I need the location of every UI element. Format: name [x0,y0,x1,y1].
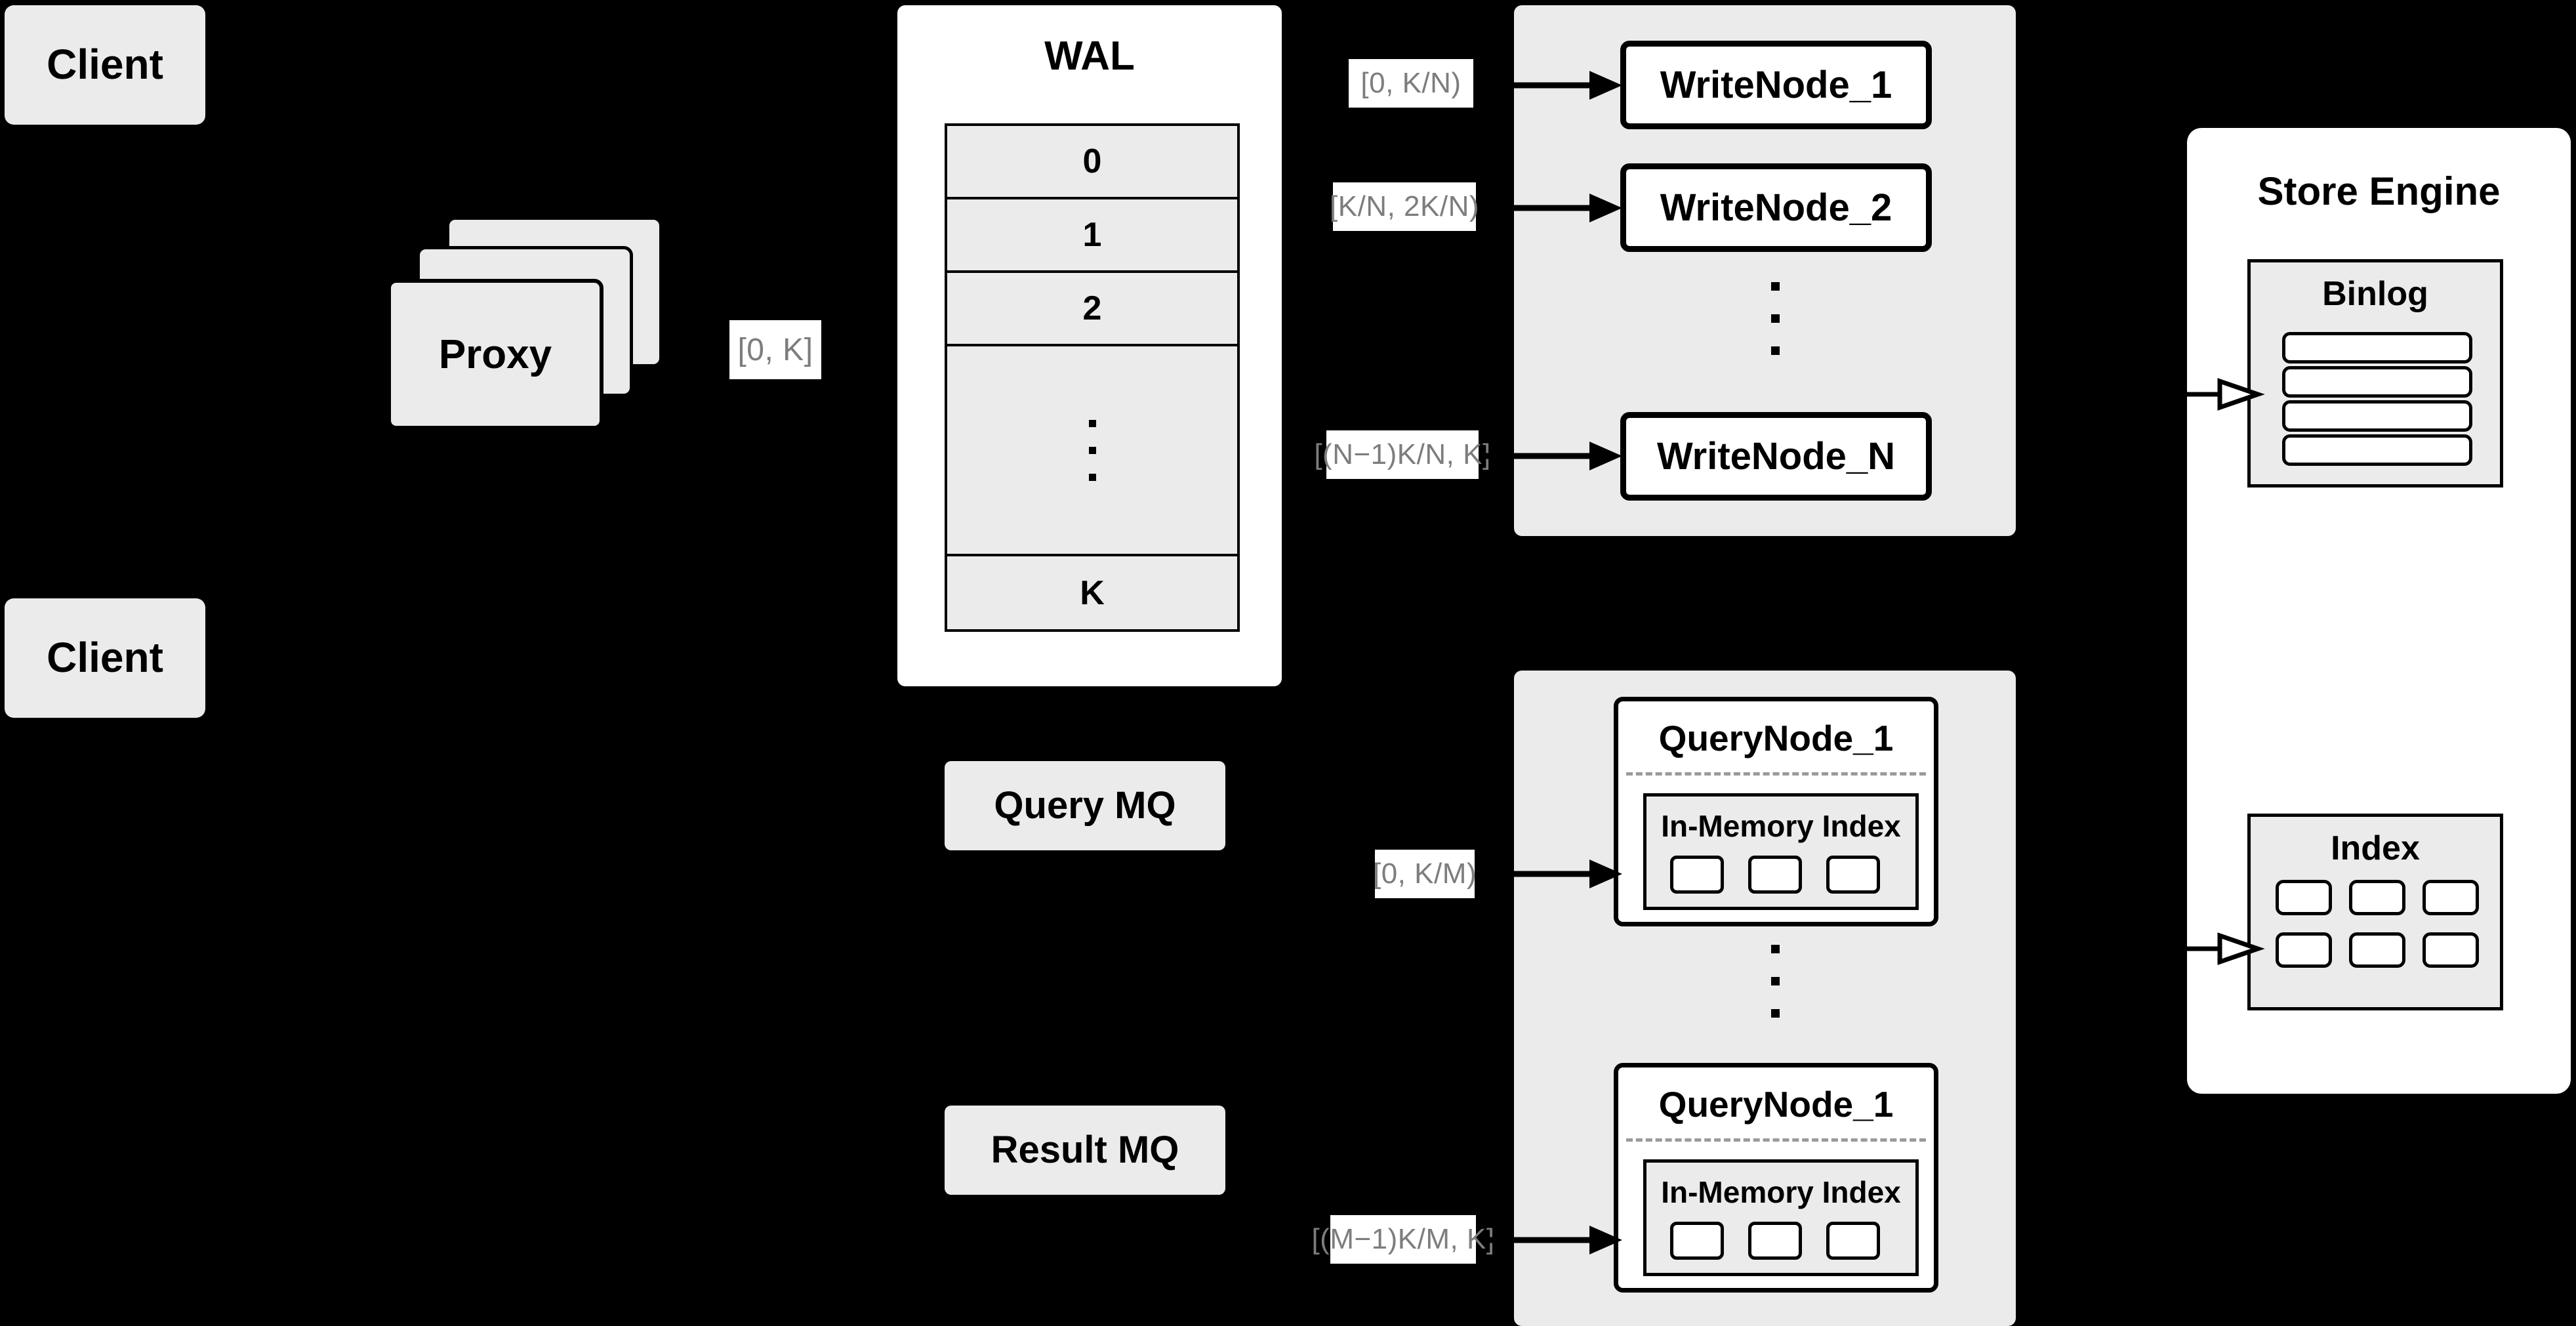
index-cell [2423,880,2479,915]
range-chip-query-m: [(M−1)K/M, K] [1311,1215,1494,1264]
arrow-to-index [2187,932,2265,965]
write-node-label: WriteNode_2 [1660,186,1892,229]
ellipsis-dot [1771,945,1780,953]
wal-row: 0 [947,126,1237,199]
write-node-1[interactable]: WriteNode_1 [1620,41,1932,129]
query-node-divider [1626,772,1926,776]
arrow-to-write-node-n [1481,442,1622,470]
range-chip-label: [K/N, 2K/N) [1330,190,1479,222]
binlog-bar [2282,400,2472,432]
wal-row-label: 2 [1082,289,1102,327]
binlog-title: Binlog [2322,275,2428,313]
arrow-to-query-node-m [1481,1226,1622,1254]
query-mq-box[interactable]: Query MQ [945,761,1225,850]
wal-title: WAL [1044,33,1135,79]
ellipsis-dot [1088,419,1096,427]
wal-row-ellipsis [947,346,1237,556]
proxy-label: Proxy [438,331,552,377]
query-node-1[interactable]: QueryNode_1 In-Memory Index [1614,697,1938,926]
in-memory-index-title: In-Memory Index [1661,809,1901,843]
binlog-bar [2282,434,2472,466]
arrow-to-query-node-1 [1481,860,1622,888]
range-chip-write-1: [0, K/N) [1349,59,1473,108]
index-cell [1748,1222,1802,1260]
ellipsis-dot [1088,446,1096,454]
wal-row: K [947,556,1237,629]
in-memory-index-panel: In-Memory Index [1643,793,1919,910]
wal-row-label: 0 [1082,142,1102,180]
index-cell [1748,856,1802,894]
binlog-bar [2282,366,2472,398]
ellipsis-dot [1771,977,1780,985]
wal-row: 2 [947,273,1237,346]
client-box-top[interactable]: Client [5,5,205,125]
proxy-stack[interactable]: Proxy [380,217,682,433]
proxy-card-front[interactable]: Proxy [387,279,603,430]
client-label: Client [47,41,163,89]
ellipsis-dot [1771,1009,1780,1018]
write-node-label: WriteNode_N [1656,435,1896,478]
range-chip-write-2: [K/N, 2K/N) [1330,182,1479,231]
arrow-to-binlog [2187,378,2265,411]
index-cell [2349,880,2405,915]
ellipsis-dot [1088,473,1096,481]
write-node-label: WriteNode_1 [1660,64,1892,106]
ellipsis-dot [1771,314,1780,323]
binlog-bar [2282,332,2472,363]
index-title: Index [2331,829,2420,867]
wal-row-label: K [1080,573,1105,612]
range-chip-proxy-to-wal: [0, K] [729,320,821,379]
store-engine-title: Store Engine [2257,169,2501,213]
range-chip-label: [0, K/M) [1372,858,1477,890]
query-node-m[interactable]: QueryNode_1 In-Memory Index [1614,1063,1938,1293]
index-cell [1826,856,1880,894]
arrow-to-write-node-1 [1481,71,1622,100]
write-node-ellipsis [1771,282,1780,355]
index-cell [1670,1222,1724,1260]
index-cell [1826,1222,1880,1260]
range-chip-label: [(N−1)K/N, K] [1314,438,1491,470]
wal-entry-table: 0 1 2 K [945,123,1240,632]
index-cell [2276,880,2332,915]
arrow-to-write-node-2 [1481,194,1622,222]
in-memory-index-panel: In-Memory Index [1643,1159,1919,1276]
range-chip-write-n: [(N−1)K/N, K] [1314,430,1490,479]
query-node-label: QueryNode_1 [1658,1084,1894,1125]
binlog-panel: Binlog [2247,259,2503,487]
store-engine-panel: Store Engine Binlog Index [2187,128,2571,1094]
write-node-2[interactable]: WriteNode_2 [1620,163,1932,252]
range-chip-query-1: [0, K/M) [1372,850,1477,898]
index-cell [2423,932,2479,968]
query-mq-label: Query MQ [994,783,1176,827]
wal-row-label: 1 [1082,216,1102,254]
in-memory-index-title: In-Memory Index [1661,1175,1901,1209]
index-cell [2276,932,2332,968]
index-cell [2349,932,2405,968]
wal-panel: WAL 0 1 2 K [897,5,1282,686]
ellipsis-dot [1771,282,1780,291]
range-chip-label: [(M−1)K/M, K] [1311,1223,1495,1255]
result-mq-box[interactable]: Result MQ [945,1106,1225,1195]
ellipsis-dot [1771,346,1780,355]
result-mq-label: Result MQ [991,1128,1179,1171]
index-cell [1670,856,1724,894]
client-box-bottom[interactable]: Client [5,598,205,718]
range-chip-label: [0, K] [737,332,813,367]
client-label: Client [47,634,163,682]
range-chip-label: [0, K/N) [1360,67,1462,99]
write-node-n[interactable]: WriteNode_N [1620,412,1932,501]
query-node-ellipsis [1771,945,1780,1018]
query-node-label: QueryNode_1 [1658,718,1894,758]
index-panel: Index [2247,814,2503,1010]
query-node-divider [1626,1138,1926,1142]
wal-row: 1 [947,199,1237,273]
